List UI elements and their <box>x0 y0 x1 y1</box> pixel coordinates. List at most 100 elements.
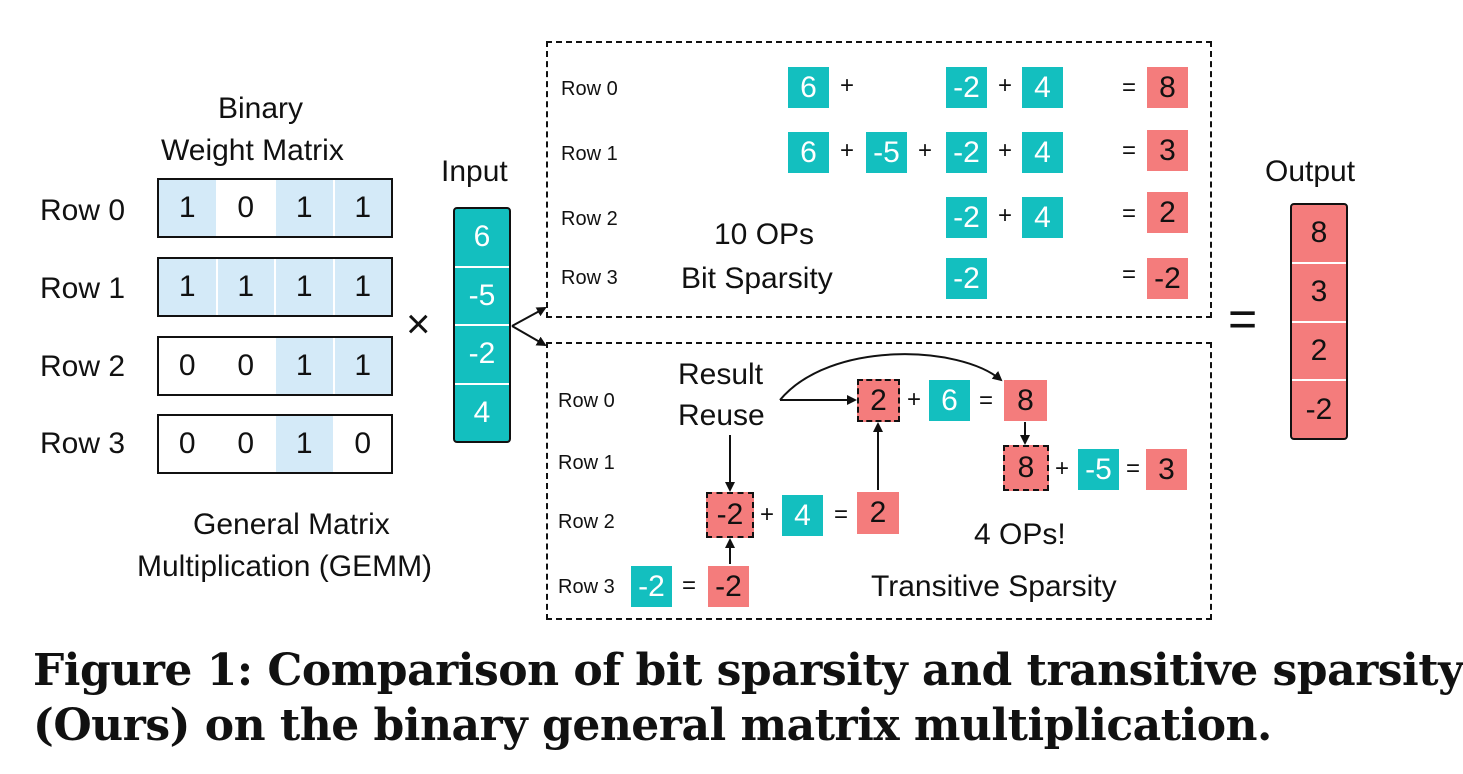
output-vector: 8 3 2 -2 <box>1290 203 1348 440</box>
trans-row-label: Row 1 <box>558 452 615 474</box>
arrow-overlay <box>511 307 1030 564</box>
input-vector: 6 -5 -2 4 <box>453 207 511 443</box>
weight-matrix-title-line1: Binary <box>218 92 304 125</box>
bit-term: -2 <box>946 258 987 299</box>
trans-term: 6 <box>929 380 970 421</box>
bit-term: 6 <box>788 67 829 108</box>
matrix-cell: 1 <box>159 180 218 236</box>
matrix-cell: 0 <box>218 180 276 236</box>
gemm-row-label: Row 0 <box>40 194 126 227</box>
bit-result: 3 <box>1147 130 1188 171</box>
equals-sign: = <box>1122 137 1137 164</box>
matrix-cell: 0 <box>354 427 372 460</box>
bit-row-label: Row 3 <box>561 267 618 289</box>
input-value: 6 <box>455 209 509 268</box>
bit-term: 4 <box>1022 67 1063 108</box>
plus-sign: + <box>918 137 933 164</box>
input-value: 4 <box>473 395 491 429</box>
trans-row-label: Row 2 <box>558 511 615 533</box>
equals-sign: = <box>682 572 697 599</box>
matrix-cell: 0 <box>218 338 276 394</box>
trans-term: -5 <box>1078 449 1119 490</box>
output-label: Output <box>1265 155 1356 188</box>
matrix-cell: 1 <box>276 416 335 472</box>
output-value: 8 <box>1292 205 1346 264</box>
output-value: 3 <box>1292 264 1346 323</box>
input-label: Input <box>441 155 508 188</box>
trans-row-label: Row 0 <box>558 390 615 412</box>
matrix-cell: 0 <box>159 416 218 472</box>
matrix-cell: 0 <box>159 338 218 394</box>
gemm-caption-line1: General Matrix <box>193 508 390 541</box>
input-to-bit-arrow <box>511 307 547 327</box>
plus-sign: + <box>760 501 775 528</box>
trans-result: 8 <box>1004 380 1047 421</box>
equals-sign: = <box>1122 261 1137 288</box>
gemm-caption-line2: Multiplication (GEMM) <box>137 550 433 583</box>
bit-row-label: Row 2 <box>561 208 618 230</box>
weight-matrix-row: 1 1 1 1 <box>157 257 393 317</box>
weight-matrix-row: 0 0 1 1 <box>157 336 393 396</box>
bit-row-label: Row 1 <box>561 143 618 165</box>
bit-term: -2 <box>946 132 987 173</box>
weight-matrix-title-line2: Weight Matrix <box>161 134 344 167</box>
bit-term: 6 <box>788 132 829 173</box>
gemm-row-label: Row 3 <box>40 427 126 460</box>
bit-term: -2 <box>946 67 987 108</box>
equals-sign: = <box>834 501 849 528</box>
equals-symbol: = <box>1228 291 1258 347</box>
plus-sign: + <box>998 202 1013 229</box>
bit-sparsity-panel <box>546 41 1212 318</box>
times-symbol: × <box>406 300 431 347</box>
reuse-curve-arrow <box>779 353 1003 401</box>
matrix-cell: 1 <box>334 338 391 394</box>
equals-sign: = <box>1122 74 1137 101</box>
bit-term: 4 <box>1022 197 1063 238</box>
equals-sign: = <box>1126 455 1141 482</box>
matrix-cell: 1 <box>276 338 335 394</box>
matrix-cell: 1 <box>217 259 276 315</box>
weight-matrix-row: 1 0 1 1 <box>157 178 393 238</box>
reused-result: 8 <box>1003 445 1049 491</box>
plus-sign: + <box>998 72 1013 99</box>
equals-sign: = <box>1122 200 1137 227</box>
reused-result: -2 <box>706 492 754 538</box>
equals-sign: = <box>979 387 994 414</box>
trans-result: 2 <box>857 492 899 534</box>
plus-sign: + <box>907 386 922 413</box>
input-to-trans-arrow <box>511 325 547 346</box>
result-reuse-line1: Result <box>678 358 764 391</box>
plus-sign: + <box>840 137 855 164</box>
bit-result: 2 <box>1147 192 1188 233</box>
matrix-cell: 1 <box>159 259 218 315</box>
reused-result: 2 <box>857 379 900 422</box>
bit-row-label: Row 0 <box>561 78 618 100</box>
plus-sign: + <box>998 137 1013 164</box>
matrix-cell: 0 <box>218 416 276 472</box>
output-value: -2 <box>1305 392 1333 426</box>
matrix-cell: 1 <box>334 259 391 315</box>
figure-caption-line2: (Ours) on the binary general matrix mult… <box>33 700 1272 751</box>
bit-term: 4 <box>1022 132 1063 173</box>
bit-sparsity-label: Bit Sparsity <box>681 262 833 295</box>
trans-result: 3 <box>1146 449 1187 490</box>
plus-sign: + <box>840 72 855 99</box>
plus-sign: + <box>1055 455 1070 482</box>
trans-ops-count: 4 OPs! <box>974 518 1066 551</box>
weight-matrix-row: 0 0 1 0 <box>157 414 393 474</box>
bit-result: 8 <box>1147 67 1188 108</box>
bit-term: -5 <box>866 132 907 173</box>
gemm-row-label: Row 1 <box>40 272 126 305</box>
transitive-sparsity-label: Transitive Sparsity <box>871 570 1117 603</box>
transitive-sparsity-panel <box>546 342 1212 620</box>
figure-caption-line1: Figure 1: Comparison of bit sparsity and… <box>33 645 1463 696</box>
trans-result: -2 <box>708 566 749 607</box>
trans-term: 4 <box>782 495 823 536</box>
matrix-cell: 1 <box>276 259 335 315</box>
matrix-cell: 1 <box>334 180 391 236</box>
trans-row-label: Row 3 <box>558 576 615 598</box>
input-value: -5 <box>455 268 509 326</box>
bit-result: -2 <box>1147 258 1188 299</box>
trans-term: -2 <box>631 566 672 607</box>
gemm-row-label: Row 2 <box>40 350 126 383</box>
